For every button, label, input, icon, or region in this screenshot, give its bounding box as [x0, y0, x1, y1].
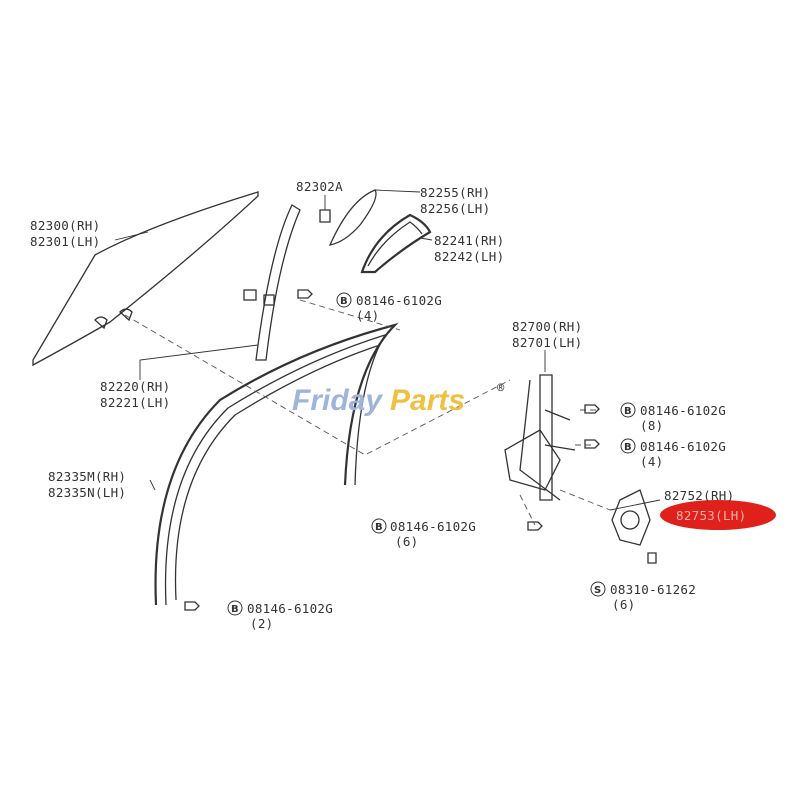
bolts: [184, 289, 657, 611]
bolt-callout-2: B 08146-6102G (8): [620, 402, 726, 433]
bolt-code-2: 08146-6102G: [640, 403, 726, 418]
bolt-callout-1: B 08146-6102G (4): [336, 292, 442, 323]
label-82255: 82255(RH): [420, 185, 490, 200]
label-82701: 82701(LH): [512, 335, 582, 350]
bolt-qty-4: (6): [395, 534, 418, 549]
svg-text:B: B: [375, 522, 383, 533]
leader-lines: [114, 189, 661, 511]
bolt-qty-2: (8): [640, 418, 663, 433]
watermark-text-1: Friday: [292, 384, 383, 417]
bolt-callout-5: B 08146-6102G (2): [227, 600, 333, 631]
bolt-code-1: 08146-6102G: [356, 293, 442, 308]
label-82256: 82256(LH): [420, 201, 490, 216]
label-82300: 82300(RH): [30, 218, 100, 233]
label-82753: 82753(LH): [676, 508, 746, 523]
svg-text:B: B: [340, 296, 348, 307]
screw-code-1: 08310-61262: [610, 582, 696, 597]
screw-callout-1: S 08310-61262 (6): [590, 581, 696, 612]
label-82301: 82301(LH): [30, 234, 100, 249]
svg-text:S: S: [594, 585, 601, 596]
label-82220: 82220(RH): [100, 379, 170, 394]
bolt-callout-3: B 08146-6102G (4): [620, 438, 726, 469]
svg-text:B: B: [624, 406, 632, 417]
label-82335m: 82335M(RH): [48, 469, 126, 484]
door-weatherstrip: [154, 322, 399, 606]
label-82241: 82241(RH): [434, 233, 504, 248]
label-82221: 82221(LH): [100, 395, 170, 410]
watermark-logo: Friday Parts ®: [292, 381, 505, 417]
corner-cover: [328, 189, 377, 246]
svg-text:B: B: [624, 442, 632, 453]
label-82752: 82752(RH): [664, 488, 734, 503]
bolt-code-4: 08146-6102G: [390, 519, 476, 534]
label-82335n: 82335N(LH): [48, 485, 126, 500]
bolt-callout-4: B 08146-6102G (6): [371, 518, 476, 549]
regulator-motor: [611, 489, 651, 546]
label-82242: 82242(LH): [434, 249, 504, 264]
watermark-text-2: Parts: [390, 384, 465, 417]
glass-run-sash: [243, 204, 301, 361]
label-82302a: 82302A: [296, 179, 343, 194]
bolt-code-5: 08146-6102G: [247, 601, 333, 616]
watermark-mark: ®: [497, 381, 505, 395]
bolt-code-3: 08146-6102G: [640, 439, 726, 454]
corner-seal: [360, 213, 432, 274]
clip-82302a: [319, 195, 331, 223]
door-glass: [32, 191, 259, 367]
window-regulator: [504, 374, 576, 501]
highlight-ellipse: [660, 500, 776, 530]
bolt-qty-5: (2): [250, 616, 273, 631]
svg-text:B: B: [231, 604, 239, 615]
screw-qty-1: (6): [612, 597, 635, 612]
bolt-qty-1: (4): [356, 308, 379, 323]
bolt-qty-3: (4): [640, 454, 663, 469]
label-82700: 82700(RH): [512, 319, 582, 334]
